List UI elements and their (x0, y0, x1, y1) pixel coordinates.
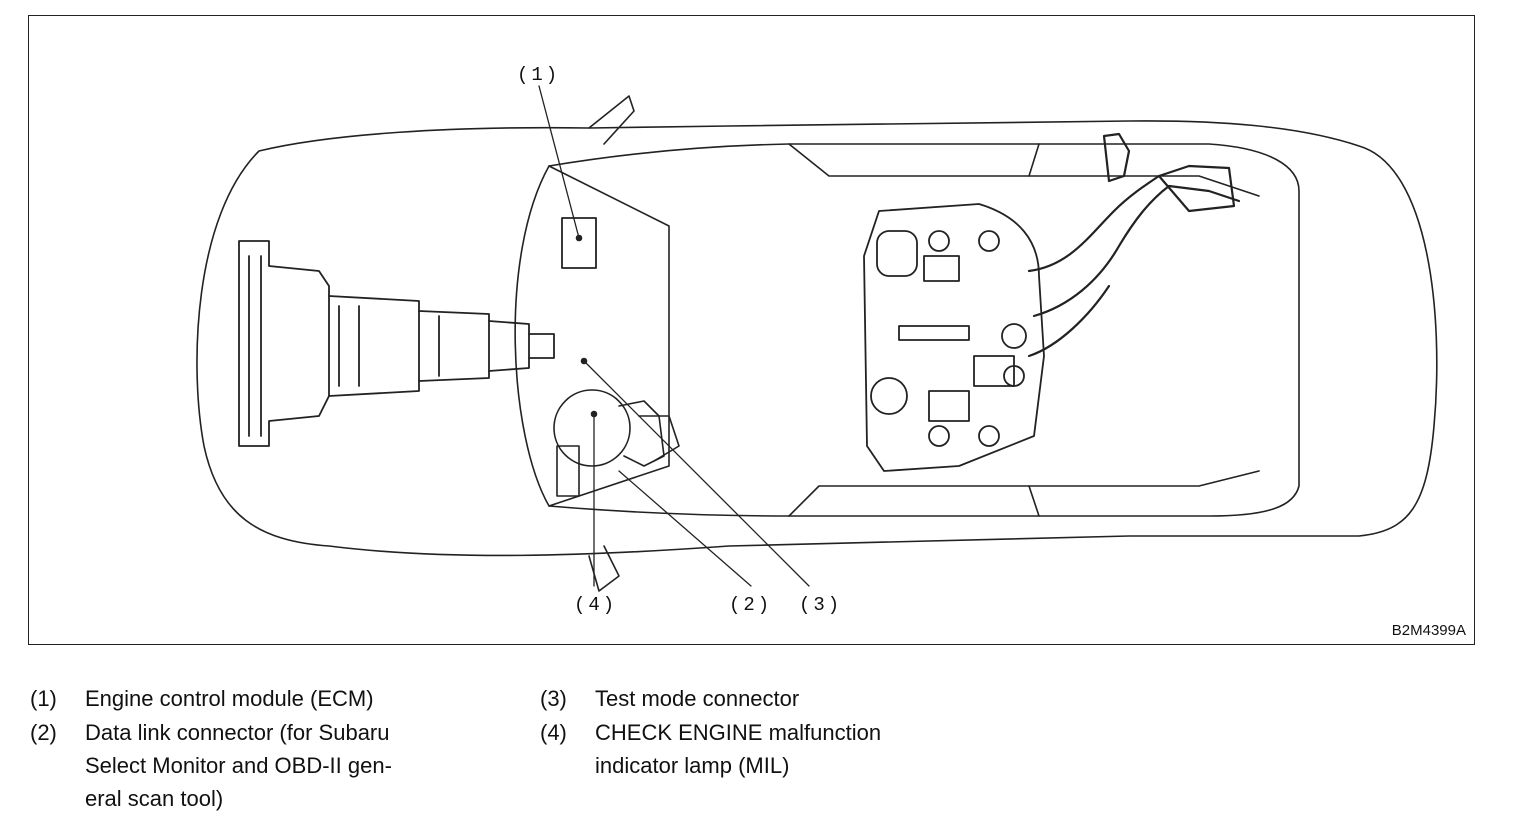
engine-transmission (238, 240, 555, 447)
legend-text: Test mode connector (595, 686, 800, 711)
legend-number: (1) (30, 686, 57, 711)
car-cutaway-illustration (196, 85, 1438, 592)
ecm-module (561, 217, 597, 269)
steering-wheel (553, 389, 631, 467)
diagram-figure: (1) (4) (2) (3) B2M4399A (28, 15, 1475, 645)
car-body-outline (196, 120, 1438, 557)
callout-3: (3) (799, 594, 843, 616)
legend-item-4: (4) CHECK ENGINE malfunction indicator l… (540, 716, 1020, 786)
leader-lines (538, 85, 810, 587)
legend-number: (2) (30, 720, 57, 745)
legend-text: Engine control module (ECM) (85, 686, 374, 711)
legend-text: CHECK ENGINE malfunction indicator lamp … (595, 720, 882, 778)
legend-number: (3) (540, 686, 567, 711)
callout-4: (4) (574, 594, 618, 616)
wiring-harness (1027, 132, 1241, 358)
legend-text: Data link connector (for Subaru Select M… (85, 720, 392, 811)
callout-2: (2) (729, 594, 773, 616)
figure-code: B2M4399A (1391, 622, 1466, 639)
rear-component-cluster (863, 203, 1045, 472)
callout-1: (1) (517, 64, 561, 86)
legend-number: (4) (540, 720, 567, 745)
legend-item-3: (3) Test mode connector (540, 682, 1020, 722)
legend-item-2: (2) Data link connector (for Subaru Sele… (30, 716, 510, 820)
legend-item-1: (1) Engine control module (ECM) (30, 682, 510, 722)
cabin-outline (514, 143, 1300, 517)
